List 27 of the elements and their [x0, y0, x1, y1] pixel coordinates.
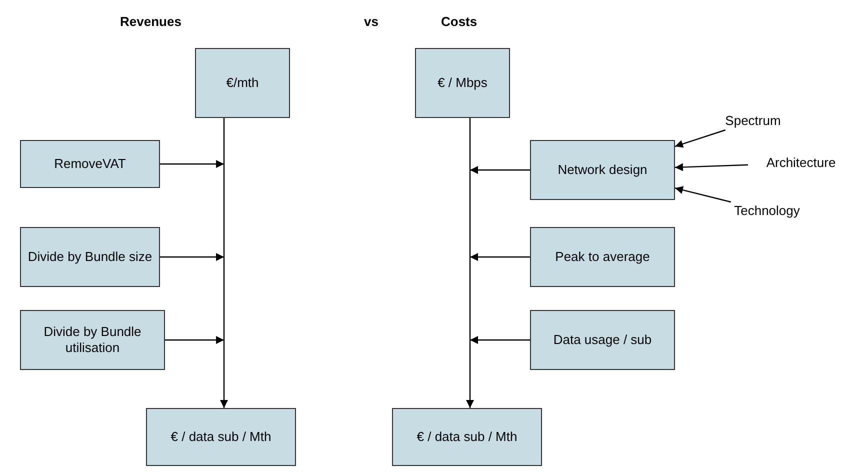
arrow: [674, 129, 726, 148]
arrow: [470, 166, 530, 174]
arrow: [674, 186, 732, 203]
process-box: € / data sub / Mth: [146, 408, 296, 466]
factor-label: Technology: [716, 202, 818, 220]
column-heading: Costs: [441, 14, 478, 29]
arrow: [470, 253, 530, 261]
process-box: Divide by Bundle utilisation: [20, 310, 165, 370]
arrow: [220, 118, 228, 408]
process-box: Divide by Bundle size: [20, 227, 160, 287]
process-box: € / Mbps: [415, 48, 510, 118]
process-box: Peak to average: [530, 227, 675, 287]
factor-label: Spectrum: [712, 112, 794, 130]
arrow: [165, 336, 224, 344]
arrow: [466, 118, 474, 408]
arrow: [160, 253, 224, 261]
process-box: Data usage / sub: [530, 310, 675, 370]
column-heading: vs: [364, 14, 378, 29]
factor-label: Architecture: [748, 154, 854, 172]
process-box: RemoveVAT: [20, 140, 160, 188]
arrow: [674, 163, 748, 172]
column-heading: Revenues: [120, 14, 182, 29]
arrow: [470, 336, 530, 344]
process-box: €/mth: [195, 48, 290, 118]
arrow: [160, 160, 224, 168]
process-box: € / data sub / Mth: [392, 408, 542, 466]
process-box: Network design: [530, 140, 675, 200]
